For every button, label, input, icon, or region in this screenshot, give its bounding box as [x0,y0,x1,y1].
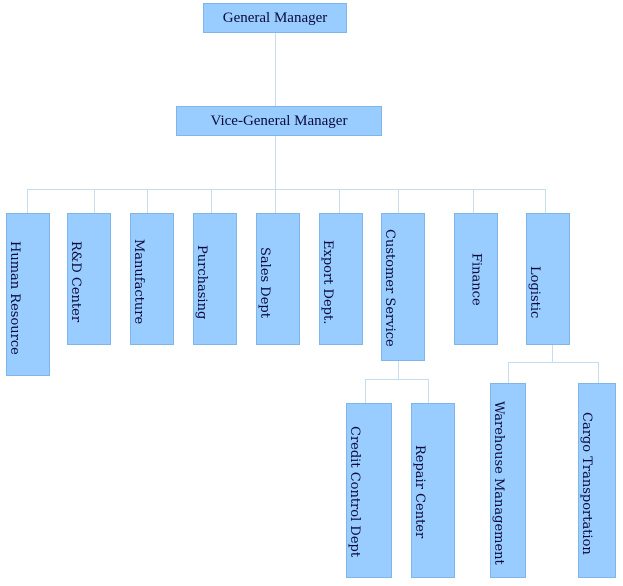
connector-dept-rd-center [94,189,95,213]
connector-dept-finance [473,189,474,213]
connector-dept-bus [27,189,545,190]
connector-logistic-down [552,345,553,362]
connector-dept-human-resource [27,189,28,213]
dept-purchasing: Purchasing [193,213,237,345]
dept-label: Customer Service [382,229,397,347]
dept-label: Purchasing [194,244,209,320]
dept-label: R&D Center [68,241,83,323]
unit-repair-center: Repair Center [411,403,455,578]
dept-label: Sales Dept [257,246,272,318]
dept-manufacture: Manufacture [130,213,174,345]
general-manager-box: General Manager [203,3,347,33]
general-manager-label: General Manager [222,9,328,26]
dept-sales: Sales Dept [256,213,300,345]
unit-credit-control: Credit Control Dept [346,403,392,578]
unit-label: Cargo Transportation [579,411,594,555]
unit-cargo-transportation: Cargo Transportation [578,383,616,578]
connector-cs-down [398,361,399,379]
connector-dept-customer-service [398,189,399,213]
unit-label: Repair Center [412,444,427,539]
connector-logistic-cargo [598,362,599,383]
connector-dept-sales [275,189,276,213]
dept-finance: Finance [454,213,498,345]
vice-general-manager-label: Vice-General Manager [210,112,348,129]
connector-logistic-bus [508,362,599,363]
connector-dept-logistic [545,189,546,213]
connector-vice-bus [275,135,276,189]
connector-dept-manufacture [147,189,148,213]
dept-export: Export Dept. [319,213,363,345]
connector-cs-repair [428,379,429,403]
dept-human-resource: Human Resource [6,213,50,376]
connector-dept-purchasing [211,189,212,213]
dept-logistic: Logistic [526,213,570,345]
dept-label: Logistic [527,266,542,319]
dept-customer-service: Customer Service [381,213,425,361]
connector-logistic-warehouse [508,362,509,383]
dept-label: Finance [468,252,484,306]
dept-label: Human Resource [7,240,22,355]
dept-label: Manufacture [131,239,146,325]
dept-label: Export Dept. [320,239,335,325]
connector-gm-vice [275,32,276,106]
connector-dept-export [339,189,340,213]
vice-general-manager-box: Vice-General Manager [176,106,382,136]
unit-warehouse-management: Warehouse Management [490,383,526,578]
unit-label: Warehouse Management [491,401,506,565]
connector-cs-credit [365,379,366,403]
connector-cs-bus [365,379,429,380]
unit-label: Credit Control Dept [347,425,362,558]
dept-rd-center: R&D Center [67,213,111,345]
